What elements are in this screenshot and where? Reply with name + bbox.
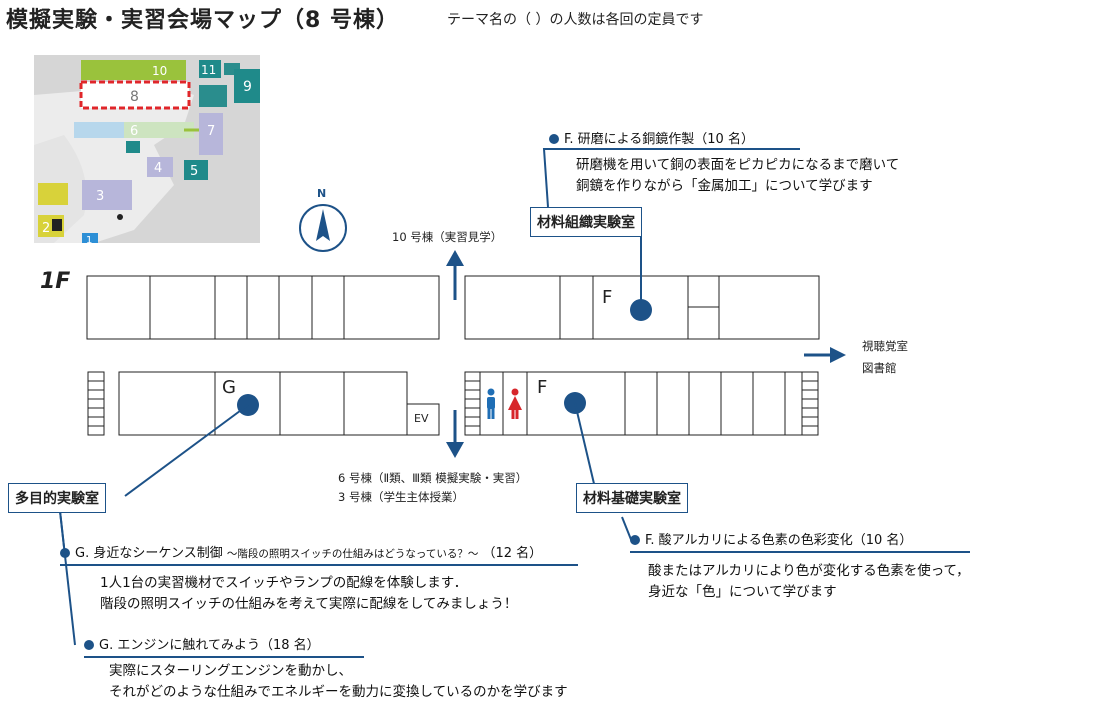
bullet-icon <box>549 134 559 144</box>
room-f-bottom-letter: F <box>537 377 548 398</box>
inset-building-9 <box>234 69 260 103</box>
bullet-icon <box>84 640 94 650</box>
inset-building-3 <box>82 180 132 210</box>
arrow-down-icon <box>446 442 464 458</box>
direction-av-room: 視聴覚室 <box>862 339 908 353</box>
room-box-material-structure: 材料組織実験室 <box>530 207 642 237</box>
inset-building-4 <box>147 157 173 177</box>
inset-map: 10 8 11 9 6 7 4 5 3 2 1 <box>34 55 260 243</box>
page-title: 模擬実験・実習会場マップ（8 号棟） <box>6 8 399 33</box>
inset-label-1: 1 <box>86 235 92 243</box>
theme-f2-description: 酸またはアルカリにより色が変化する色素を使って， 身近な「色」について学びます <box>648 563 970 600</box>
theme-f2-title: F. 酸アルカリによる色素の色彩変化（10 名） <box>630 529 970 553</box>
room-g-letter: G <box>222 377 236 398</box>
theme-g1-title: G. 身近なシーケンス制御 ～階段の照明スイッチの仕組みはどうなっている？～ （… <box>60 542 578 566</box>
arrow-up-icon <box>446 250 464 266</box>
inset-label-3: 3 <box>96 189 104 204</box>
inset-label-9: 9 <box>243 79 252 95</box>
floor-label: 1F <box>40 269 71 294</box>
stairs-middle <box>464 371 481 436</box>
theme-g2-title: G. エンジンに触れてみよう（18 名） <box>84 634 364 658</box>
elevator-label: EV <box>414 412 429 425</box>
direction-building-6: 6 号棟（Ⅱ類、Ⅲ類 模擬実験・実習） <box>338 471 528 485</box>
inset-label-8: 8 <box>130 89 139 105</box>
direction-building-3: 3 号棟（学生主体授業） <box>338 490 464 504</box>
direction-building-10: 10 号棟（実習見学） <box>392 230 503 244</box>
inset-building-10 <box>81 60 186 80</box>
bullet-icon <box>60 548 70 558</box>
inset-building-1 <box>82 233 98 243</box>
theme-f1-title: F. 研磨による銅鏡作製（10 名） <box>549 128 754 147</box>
women-restroom-icon <box>508 388 522 419</box>
direction-library: 図書館 <box>862 361 897 375</box>
compass-label: N <box>317 187 326 200</box>
inset-label-4: 4 <box>154 161 162 176</box>
inset-building-7 <box>199 113 223 155</box>
room-box-multipurpose: 多目的実験室 <box>8 483 106 513</box>
capacity-note: テーマ名の（ ）の人数は各回の定員です <box>447 12 704 28</box>
theme-g2-description: 実際にスターリングエンジンを動かし、 それがどのような仕組みでエネルギーを動力に… <box>109 663 568 700</box>
compass-icon: N <box>299 187 347 252</box>
stairs-left <box>87 371 105 436</box>
inset-building-11 <box>199 60 221 78</box>
inset-label-2: 2 <box>42 221 50 236</box>
inset-label-7: 7 <box>207 124 215 139</box>
inset-building-5 <box>184 160 208 180</box>
room-f-top-letter: F <box>602 287 613 308</box>
inset-label-6: 6 <box>130 124 138 139</box>
stairs-right <box>801 371 819 436</box>
inset-building-8 <box>79 80 191 110</box>
inset-label-10: 10 <box>152 64 167 78</box>
inset-label-5: 5 <box>190 164 198 179</box>
arrow-right-icon <box>830 347 846 363</box>
room-box-material-basics: 材料基礎実験室 <box>576 483 688 513</box>
inset-label-11: 11 <box>201 63 216 77</box>
theme-f1-description: 研磨機を用いて銅の表面をピカピカになるまで磨いて 銅鏡を作りながら「金属加工」に… <box>576 157 900 194</box>
theme-g1-description: 1人1台の実習機材でスイッチやランプの配線を体験します． 階段の照明スイッチの仕… <box>100 575 518 612</box>
bullet-icon <box>630 535 640 545</box>
men-restroom-icon <box>487 388 495 419</box>
